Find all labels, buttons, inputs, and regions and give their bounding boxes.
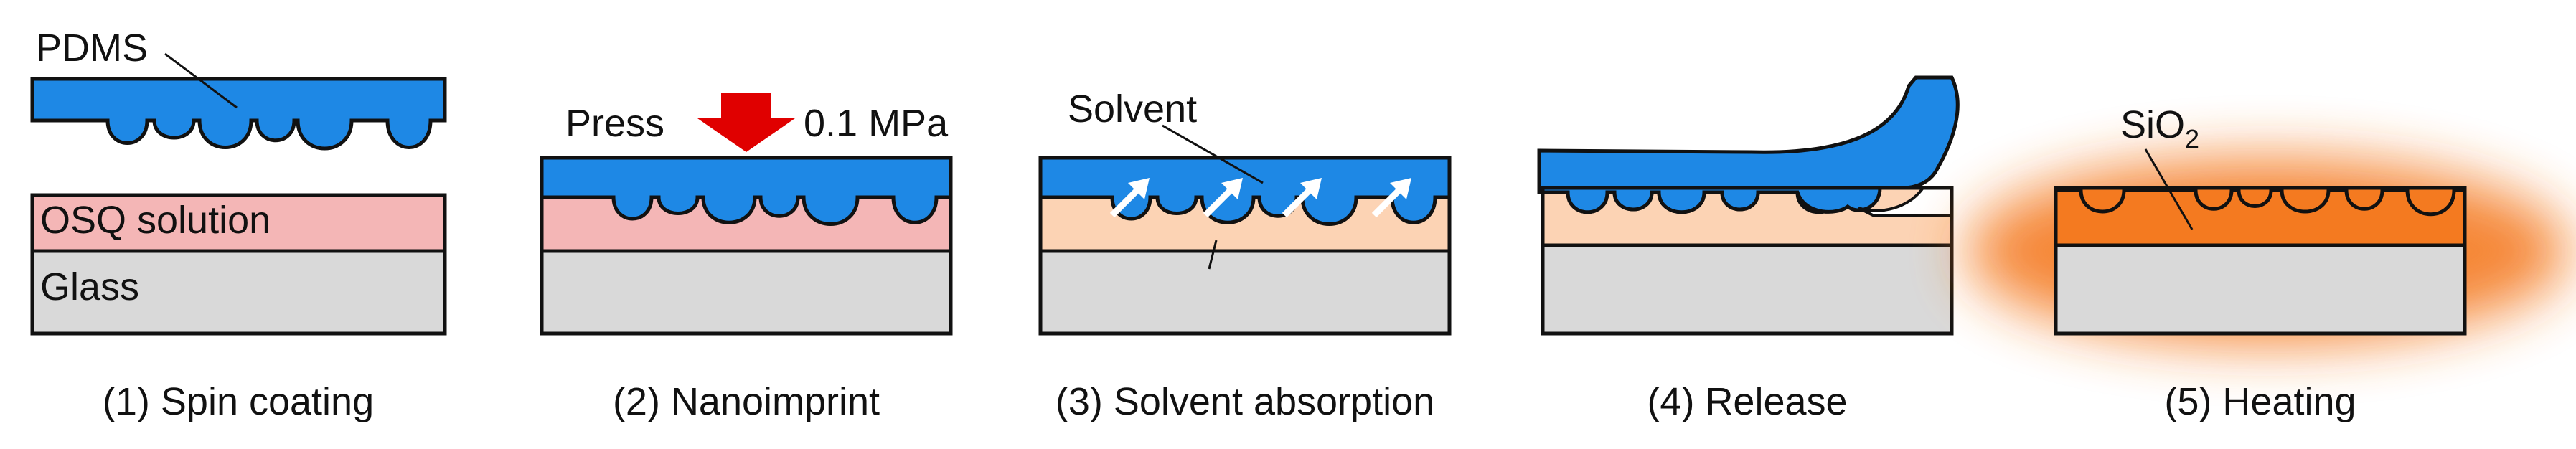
interface-leader-line: [1208, 240, 1218, 270]
glass-label: Glass: [40, 265, 139, 308]
pdms-mold-pressed: [540, 156, 953, 226]
captions: (1) Spin coating (2) Nanoimprint (3) Sol…: [103, 380, 2356, 423]
pdms-label: PDMS: [36, 27, 148, 70]
pressure-label: 0.1 MPa: [804, 102, 949, 145]
osq-solution-label: OSQ solution: [40, 199, 271, 242]
step-2-caption: (2) Nanoimprint: [613, 380, 880, 423]
diagonal-arrow-icon: [1282, 178, 1322, 218]
pdms-mold-absorbing: [1038, 156, 1452, 226]
step-3-caption: (3) Solvent absorption: [1056, 380, 1434, 423]
pdms-mold: [30, 77, 447, 151]
diagonal-arrow-icon: [1371, 178, 1411, 218]
step-5-caption: (5) Heating: [2164, 380, 2356, 423]
step-1-caption: (1) Spin coating: [103, 380, 374, 423]
sio2-label: SiO2: [2120, 103, 2199, 153]
step-3-solvent-absorption: Solvent: [1038, 88, 1452, 336]
solvent-leader-line: [1162, 124, 1264, 184]
pdms-mold-peeling: [1537, 75, 1960, 214]
glass-substrate: [30, 249, 447, 336]
sio2-layer: [2054, 186, 2467, 247]
pdms-leader-line: [164, 52, 238, 109]
step-2-nanoimprint: Press 0.1 MPa: [540, 93, 953, 336]
press-label: Press: [565, 102, 664, 145]
diagonal-arrow-icon: [1109, 178, 1150, 218]
diagonal-arrow-icon: [1203, 178, 1243, 218]
step-5-heating: SiO2: [1966, 103, 2569, 344]
step-1-spin-coating: PDMS OSQ solution Glass: [30, 27, 447, 336]
glass-substrate: [1038, 249, 1452, 336]
solvent-label: Solvent: [1068, 88, 1197, 131]
step-4-caption: (4) Release: [1647, 380, 1847, 423]
glass-substrate: [540, 249, 953, 336]
sio2-surface: [2056, 188, 2465, 217]
down-arrow-icon: [697, 93, 795, 152]
step-4-release: [1537, 75, 1960, 336]
solvent-flow-arrows: [1109, 178, 1411, 218]
sio2-leader-line: [2144, 148, 2194, 230]
glass-substrate: [1541, 243, 1954, 336]
glass-substrate: [2054, 243, 2467, 336]
